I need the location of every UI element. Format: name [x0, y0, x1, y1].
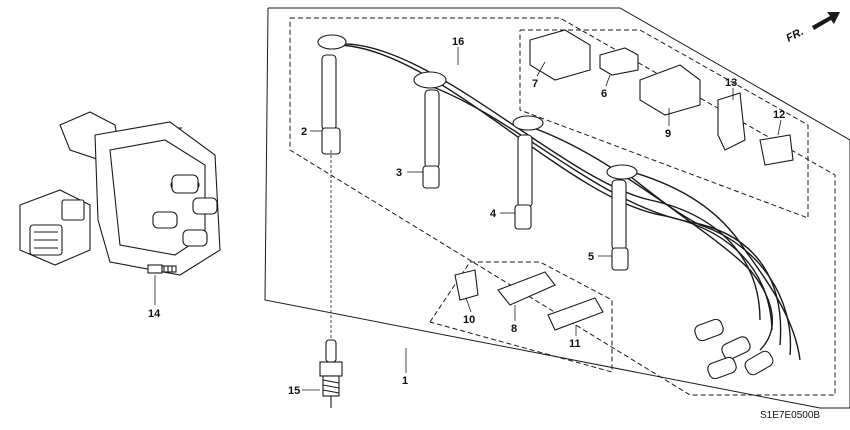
kit-outline [264, 7, 850, 409]
arrow-icon [812, 12, 840, 30]
diagram-code: S1E7E0500B [760, 410, 820, 421]
callout-15: 15 [288, 385, 300, 397]
callout-9: 9 [665, 128, 671, 140]
callout-14: 14 [148, 308, 161, 320]
callout-16: 16 [452, 36, 464, 48]
callout-13: 13 [725, 77, 737, 89]
bolt-part [147, 264, 177, 274]
leader-lines [154, 47, 782, 391]
callout-labels: 2 3 4 5 16 7 6 9 13 12 10 8 11 1 14 15 [148, 36, 785, 397]
wire-boots [317, 34, 774, 380]
spark-plug-part [319, 339, 343, 408]
callout-6: 6 [601, 88, 607, 100]
wire-clamps [454, 29, 794, 331]
callout-2: 2 [301, 126, 307, 138]
callout-3: 3 [396, 167, 402, 179]
callout-7: 7 [532, 78, 538, 90]
front-direction-indicator: FR. [784, 12, 840, 45]
callout-4: 4 [490, 208, 497, 220]
callout-12: 12 [773, 109, 785, 121]
distributor-assembly [19, 111, 221, 276]
callout-8: 8 [511, 323, 517, 335]
callout-5: 5 [588, 251, 594, 263]
dashed-group-outlines [289, 17, 836, 396]
callout-10: 10 [463, 314, 475, 326]
direction-label: FR. [784, 26, 805, 45]
callout-1: 1 [402, 375, 408, 387]
callout-11: 11 [569, 338, 581, 350]
